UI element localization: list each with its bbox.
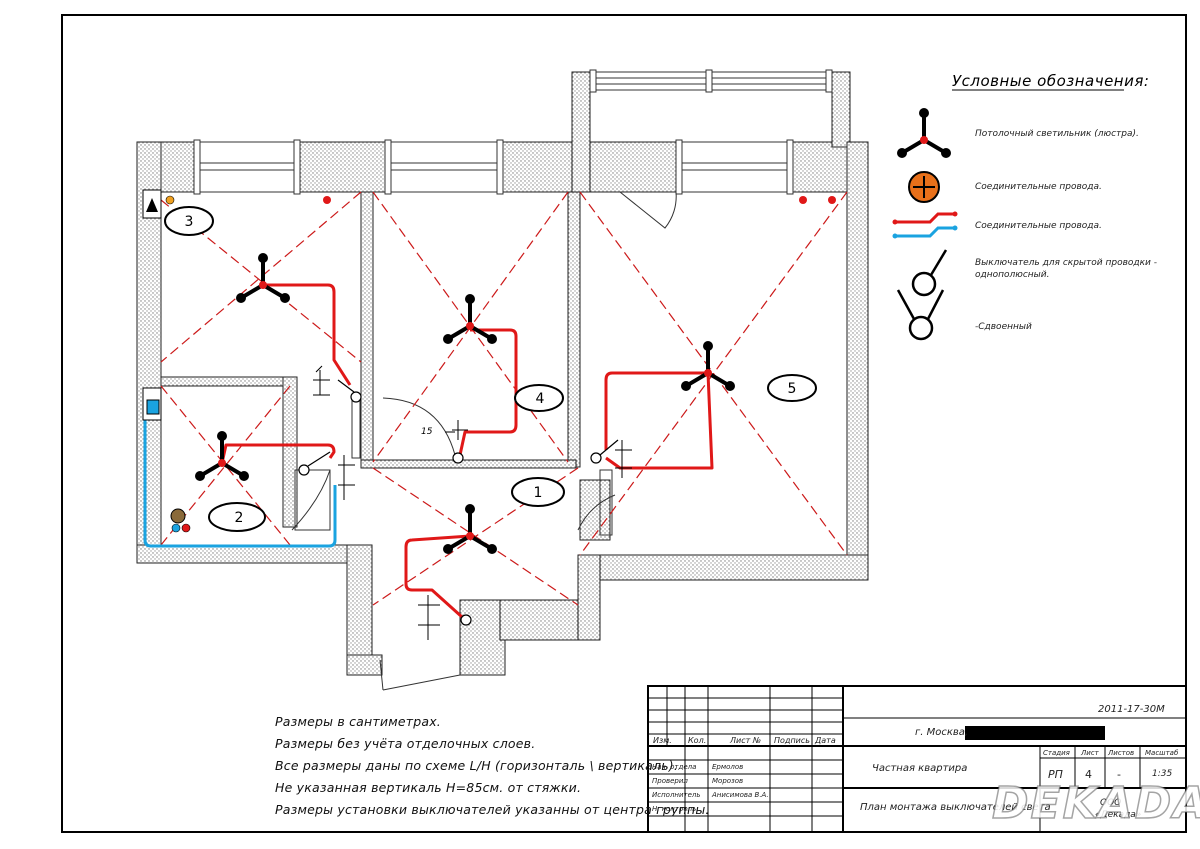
org-line1: ООО — [1100, 798, 1122, 808]
note-3: Все размеры даны по схеме L/H (горизонта… — [275, 758, 679, 773]
walls — [136, 71, 869, 676]
legend-label-switch-line1: Выключатель для скрытой проводки - — [975, 258, 1158, 268]
note-2: Размеры без учёта отделочных слоев. — [275, 736, 536, 751]
legend-label-junction: Соединительные провода. — [975, 182, 1102, 192]
role-head: Нач. отдела — [652, 763, 697, 771]
header-change: Изм. — [653, 736, 672, 745]
title-block — [647, 685, 1187, 833]
legend-label-switch-line2: однополюсный. — [975, 270, 1050, 280]
redacted-address — [965, 726, 1105, 740]
header-sheet-no: Лист № — [730, 736, 762, 745]
role-executor: Исполнитель — [652, 791, 701, 799]
room-labels — [164, 206, 817, 532]
junction-box-icon — [908, 171, 940, 203]
role-control: Н. контроль — [652, 805, 697, 813]
legend-label-double-switch: -Сдвоенный — [975, 322, 1032, 332]
sheets-header: Листов — [1108, 749, 1135, 757]
legend-label-lamp: Потолочный светильник (люстра). — [975, 129, 1139, 139]
dimension-label: 15 — [421, 427, 433, 437]
room-label-2: 2 — [235, 510, 244, 526]
sheets-value: - — [1117, 768, 1121, 781]
windows — [193, 69, 833, 195]
room-label-3: 3 — [185, 214, 194, 230]
note-4: Не указанная вертикаль H=85см. от стяжки… — [275, 780, 582, 795]
name-checker: Морозов — [712, 777, 744, 785]
scale-header: Масштаб — [1145, 749, 1179, 757]
room-label-5: 5 — [788, 381, 797, 397]
scale-value: 1:35 — [1152, 769, 1173, 779]
name-executor: Анисимова В.А. — [712, 791, 769, 799]
note-5: Размеры установки выключателей указанны … — [275, 802, 710, 817]
switch-single-icon — [911, 249, 948, 297]
org-line2: «Декада» — [1095, 810, 1142, 820]
legend-icons — [892, 108, 958, 341]
outlets — [142, 189, 836, 533]
switch-double-icon — [896, 289, 945, 341]
sheet-frame — [61, 14, 1187, 833]
wires-icon — [892, 211, 958, 239]
sheet-value: 4 — [1085, 768, 1092, 781]
legend-label-wires: Соединительные провода. — [975, 221, 1102, 231]
drawing-code: 2011-17-30М — [1098, 704, 1165, 715]
ceiling-lamp-icon — [897, 108, 951, 158]
header-date: Дата — [815, 736, 836, 745]
note-1: Размеры в сантиметрах. — [275, 714, 441, 729]
role-checker: Проверил — [652, 777, 688, 785]
red-wires — [220, 283, 714, 619]
project-name: Частная квартира — [872, 763, 968, 774]
room-label-1: 1 — [534, 485, 543, 501]
stage-value: РП — [1048, 768, 1063, 781]
header-signature: Подпись — [774, 736, 810, 745]
doors — [291, 191, 677, 691]
name-head: Ермолов — [712, 763, 744, 771]
sheet-title: План монтажа выключателей света — [860, 802, 1051, 813]
sheet-header: Лист — [1081, 749, 1099, 757]
legend-title: Условные обозначения: — [952, 72, 1150, 90]
watermark-logo: DEKADA — [991, 777, 1200, 830]
address: г. Москва, — [915, 727, 969, 738]
room-label-4: 4 — [536, 391, 545, 407]
header-count: Кол. — [688, 736, 707, 745]
stage-header: Стадия — [1043, 749, 1070, 757]
switches — [298, 365, 632, 640]
blue-wires — [143, 400, 337, 548]
